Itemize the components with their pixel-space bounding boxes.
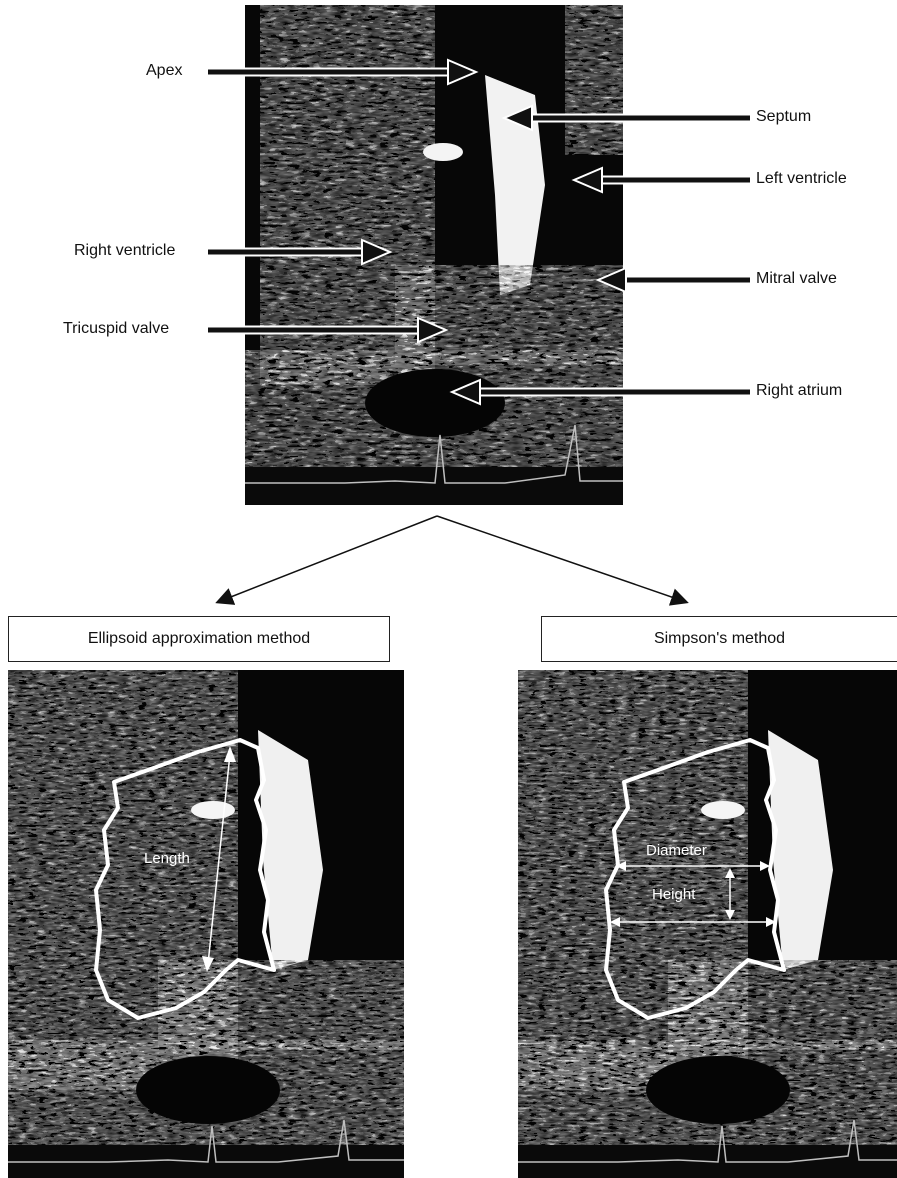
arrow-right-ventricle <box>208 240 390 264</box>
branch-connectors <box>218 516 686 602</box>
label-right-atrium: Right atrium <box>756 382 842 400</box>
arrow-septum <box>504 106 750 130</box>
label-right-ventricle: Right ventricle <box>74 242 175 260</box>
ellipsoid-overlay <box>8 670 404 1178</box>
arrow-right-atrium <box>452 380 750 404</box>
echo-image-ellipsoid: Length <box>8 670 404 1178</box>
echo-image-simpson: Diameter Height <box>518 670 897 1178</box>
arrow-tricuspid-valve <box>208 318 446 342</box>
label-diameter: Diameter <box>646 842 707 859</box>
simpson-overlay <box>518 670 897 1178</box>
label-tricuspid-valve: Tricuspid valve <box>63 320 169 338</box>
label-septum: Septum <box>756 108 811 126</box>
arrow-apex <box>208 60 476 84</box>
method-simpson-label: Simpson's method <box>654 630 785 648</box>
label-apex: Apex <box>146 62 182 80</box>
arrow-left-ventricle <box>574 168 750 192</box>
label-left-ventricle: Left ventricle <box>756 170 847 188</box>
label-height: Height <box>652 886 695 903</box>
arrow-mitral-valve <box>598 268 750 292</box>
label-length: Length <box>144 850 190 867</box>
method-ellipsoid-box: Ellipsoid approximation method <box>8 616 390 662</box>
method-simpson-box: Simpson's method <box>541 616 897 662</box>
label-mitral-valve: Mitral valve <box>756 270 837 288</box>
method-ellipsoid-label: Ellipsoid approximation method <box>88 630 310 648</box>
